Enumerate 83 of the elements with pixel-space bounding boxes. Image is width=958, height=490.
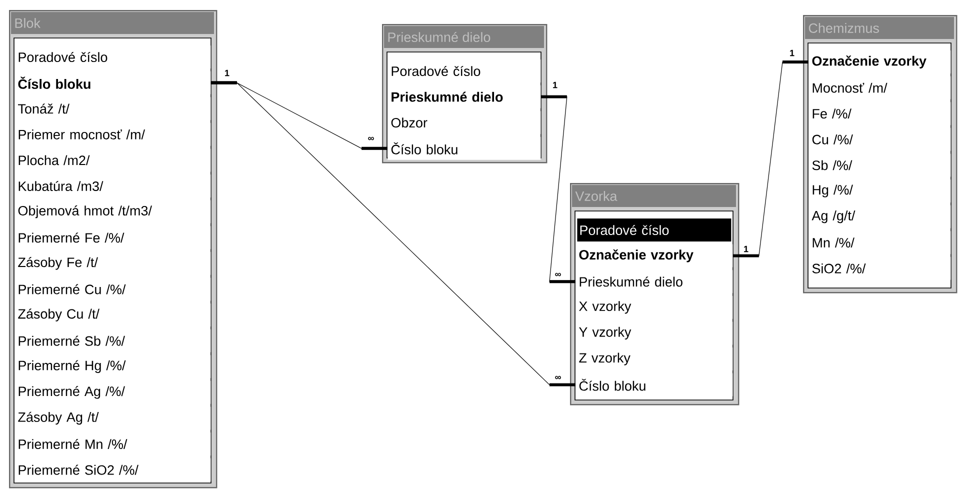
relationship-line [540, 95, 576, 284]
field-row: Priemerné Fe /%/ [14, 226, 211, 250]
node-label: Sb /%/ [812, 160, 852, 170]
node-label: Priemerné Fe /%/ [18, 232, 124, 243]
field-row: Cu /%/ [808, 128, 951, 151]
field-row: Priemerné Cu /%/ [14, 278, 211, 301]
node-label: Fe /%/ [812, 108, 852, 119]
field-row: Číslo bloku [388, 136, 541, 160]
node-label: Priemerné Ag /%/ [18, 386, 125, 399]
node-label: Y vzorky [579, 326, 632, 340]
field-row: Y vzorky [576, 322, 733, 345]
node-label: Zásoby Ag /t/ [18, 412, 99, 425]
field-row: Priemerné Ag /%/ [14, 380, 211, 404]
node-label: Prieskumné dielo [392, 92, 503, 102]
field-row: Sb /%/ [808, 154, 951, 177]
cardinality-label: 1 [790, 50, 794, 56]
cardinality-label: 1 [744, 246, 748, 252]
field-row: Priemerné SiO2 /%/ [14, 458, 211, 482]
cardinality-label: 1 [225, 70, 230, 76]
node-label: Objemová hmot /t/m3/ [18, 205, 152, 218]
node-label: Označenie vzorky [812, 56, 926, 68]
field-row: Plocha /m2/ [14, 148, 211, 172]
node-label: Plocha /m2/ [18, 155, 90, 166]
field-row: Priemerné Sb /%/ [14, 329, 211, 352]
node-label: Mn /%/ [812, 238, 854, 248]
node-label: Obzor [391, 118, 428, 128]
field-row: Objemová hmot /t/m3/ [14, 200, 211, 224]
field-row: Zásoby Cu /t/ [14, 304, 211, 326]
node-label: Zásoby Fe /t/ [18, 257, 98, 270]
field-row: Mn /%/ [808, 231, 951, 254]
field-row: Poradové číslo [14, 46, 211, 68]
field-row: Fe /%/ [808, 102, 951, 126]
node-label: Kubatúra /m3/ [18, 180, 104, 192]
field-row: Prieskumné dielo [576, 270, 733, 294]
cardinality-label: ∞ [555, 272, 561, 276]
node-label: Cu /%/ [812, 134, 853, 144]
field-row: SiO2 /%/ [808, 256, 951, 280]
node-label: Poradové číslo [392, 66, 480, 76]
field-row: Priemerné Mn /%/ [14, 432, 211, 456]
field-row: Zásoby Fe /t/ [14, 252, 211, 275]
field-row: Priemerné Hg /%/ [14, 355, 211, 378]
field-row: Priemer mocnosť /m/ [14, 122, 211, 146]
field-row: X vzorky [576, 296, 733, 319]
field-row: Prieskumné dielo [388, 85, 541, 108]
field-row: Označenie vzorky [808, 50, 951, 74]
node-label: Hg /%/ [812, 184, 853, 198]
node-label: Priemerné Sb /%/ [18, 336, 125, 346]
field-row: Číslo bloku [14, 71, 211, 94]
field-row: Hg /%/ [808, 180, 951, 202]
node-label: Ag /g/t/ [812, 210, 856, 224]
cardinality-label: ∞ [368, 136, 374, 140]
node-label: Tonáž /t/ [18, 104, 70, 114]
node-label: Označenie vzorky [579, 249, 694, 262]
node-label: Z vzorky [579, 352, 630, 366]
node-label: Priemer mocnosť /m/ [18, 129, 146, 140]
field-row: Ag /g/t/ [808, 205, 951, 228]
node-label: Mocnosť /m/ [812, 82, 888, 93]
field-row: Kubatúra /m3/ [14, 174, 211, 198]
field-row: Označenie vzorky [576, 244, 733, 268]
node-label: Číslo bloku [579, 378, 646, 391]
field-row: Poradové číslo [388, 60, 541, 82]
cardinality-label: 1 [553, 82, 558, 88]
field-row: Číslo bloku [576, 373, 733, 396]
node-label: Priemerné Mn /%/ [18, 438, 128, 450]
relationship-line [732, 60, 808, 258]
field-row: Obzor [388, 111, 541, 134]
field-row: Zásoby Ag /t/ [14, 406, 211, 430]
node-label: Prieskumné dielo [580, 276, 682, 287]
cardinality-label: ∞ [555, 376, 561, 380]
field-row: Z vzorky [576, 348, 733, 370]
relationship-line [210, 81, 576, 386]
node-label: Poradové číslo [18, 52, 108, 62]
node-label: SiO2 /%/ [812, 263, 866, 274]
node-label: Zásoby Cu /t/ [18, 308, 100, 322]
field-row: Mocnosť /m/ [808, 76, 951, 100]
node-label: X vzorky [579, 301, 632, 314]
node-label: Priemerné SiO2 /%/ [18, 464, 138, 475]
node-label: Priemerné Cu /%/ [18, 284, 126, 294]
node-label: Číslo bloku [391, 142, 458, 154]
node-label: Priemerné Hg /%/ [18, 360, 126, 373]
field-row: Tonáž /t/ [14, 97, 211, 120]
field-row: Poradové číslo [577, 218, 732, 242]
node-label: Číslo bloku [18, 76, 90, 89]
